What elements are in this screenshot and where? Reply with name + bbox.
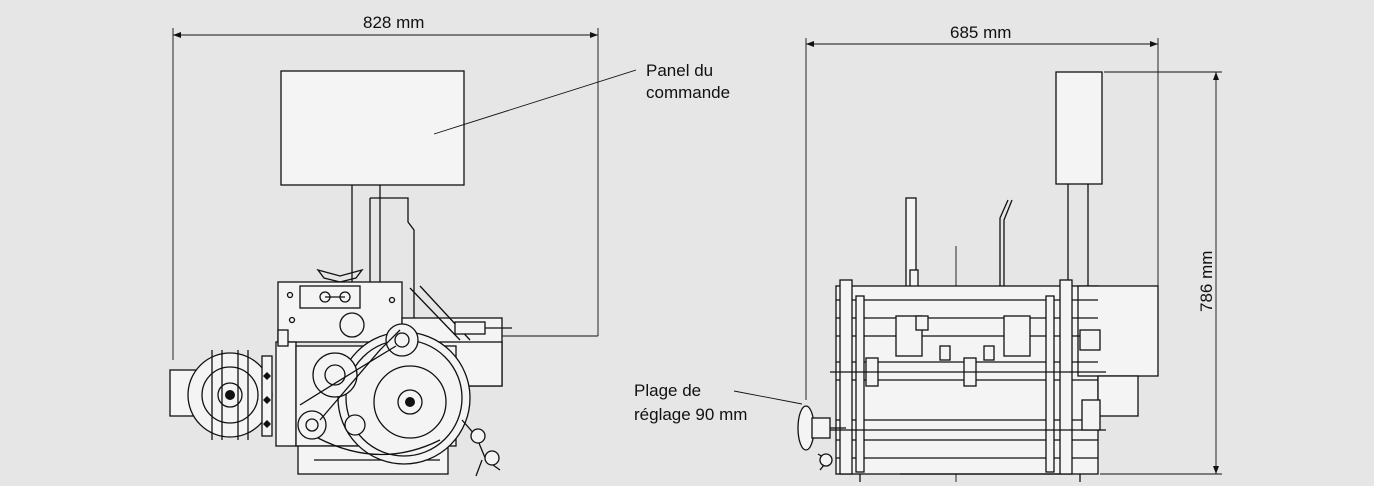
- side-machine-frame: [830, 279, 1159, 482]
- panel-leader-line: [433, 69, 637, 135]
- side-height-dimension-line: [1100, 71, 1222, 475]
- front-drive-assembly: [275, 312, 501, 477]
- side-view: [733, 38, 1222, 482]
- side-width-label: 685 mm: [950, 23, 1012, 42]
- handwheel-leader-line: [733, 390, 803, 405]
- control-panel: [280, 70, 465, 186]
- handwheel-callout-line2: réglage 90 mm: [634, 405, 748, 424]
- panel-callout-line1: Panel du: [646, 61, 714, 80]
- side-height-label: 786 mm: [1197, 250, 1216, 312]
- panel-callout-line2: commande: [646, 83, 731, 102]
- handwheel-callout-line1: Plage de: [634, 381, 702, 400]
- front-view: [169, 28, 637, 477]
- adjustment-handwheel: [797, 405, 846, 471]
- front-spool: [169, 350, 273, 440]
- side-width-dimension-line: [805, 38, 1159, 400]
- panel-mast: [351, 185, 415, 330]
- front-width-label: 828 mm: [363, 13, 425, 32]
- side-panel-column: [1055, 71, 1103, 290]
